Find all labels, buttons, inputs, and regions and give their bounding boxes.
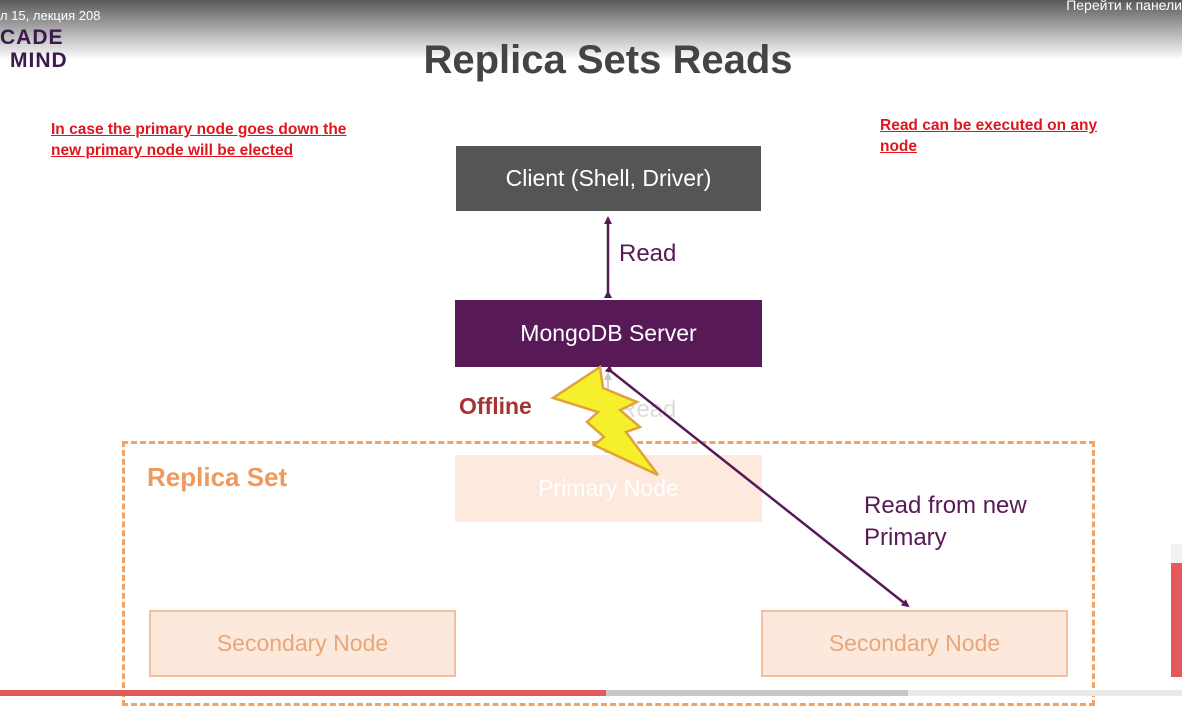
logo-line-2: MIND bbox=[10, 49, 68, 72]
progress-played bbox=[0, 690, 606, 696]
secondary-node-left: Secondary Node bbox=[149, 610, 456, 677]
side-panel-tab[interactable] bbox=[1171, 544, 1182, 677]
slide-title: Replica Sets Reads bbox=[423, 38, 793, 82]
replica-set-label: Replica Set bbox=[147, 462, 288, 492]
video-progress-bar[interactable] bbox=[0, 690, 1182, 696]
side-panel-tab-accent bbox=[1171, 563, 1182, 677]
annotation-left: In case the primary node goes down the n… bbox=[51, 121, 347, 159]
lecture-subtitle: л 15, лекция 208 bbox=[0, 8, 101, 23]
video-top-overlay bbox=[0, 0, 1182, 60]
lightning-bolt-icon bbox=[550, 364, 660, 477]
logo-line-1: CADE bbox=[0, 26, 64, 49]
secondary-node-right: Secondary Node bbox=[761, 610, 1068, 677]
mongodb-server-box: MongoDB Server bbox=[455, 300, 762, 367]
server-new-primary-arrow bbox=[604, 365, 910, 608]
read-label-client: Read bbox=[619, 240, 677, 267]
client-box: Client (Shell, Driver) bbox=[456, 146, 761, 211]
annotation-right: Read can be executed on any node bbox=[880, 117, 1098, 155]
offline-label: Offline bbox=[459, 393, 532, 419]
go-to-dashboard-link[interactable]: Перейти к панели bbox=[1066, 0, 1182, 13]
